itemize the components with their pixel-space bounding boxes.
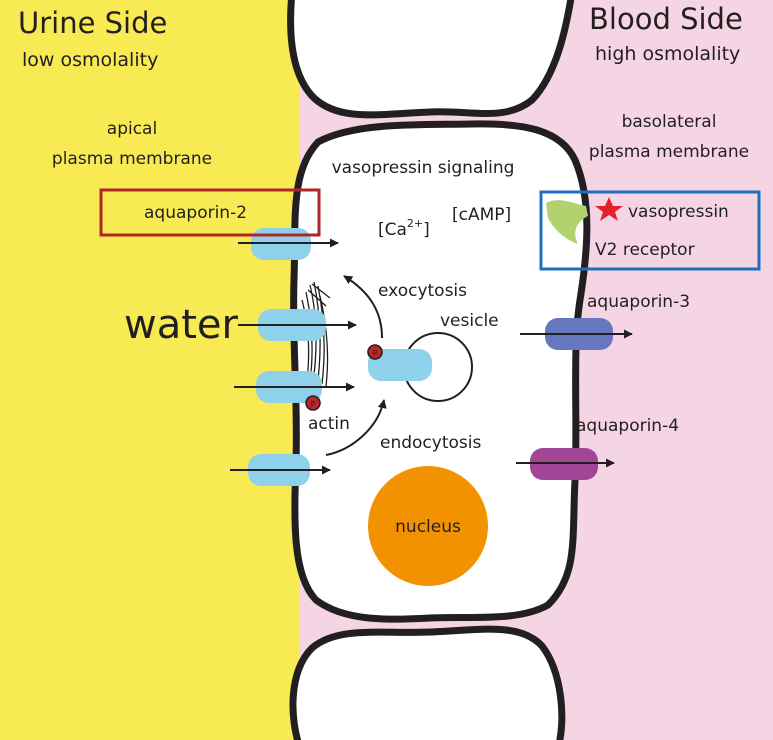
v2-receptor <box>546 200 588 244</box>
nucleus-label: nucleus <box>395 517 461 537</box>
blood-side-title: Blood Side <box>589 2 743 36</box>
apical-label-line2: plasma membrane <box>52 149 212 169</box>
vasopressin-star <box>595 197 623 221</box>
endocytosis-arrow <box>325 399 387 456</box>
vesicle-aquaporin2 <box>368 349 432 381</box>
nucleus <box>368 466 488 586</box>
upper-neighbor-cell <box>287 0 575 119</box>
aquaporin2-label: aquaporin-2 <box>144 203 247 223</box>
actin-label: actin <box>308 414 350 434</box>
camp-label: [cAMP] <box>452 205 511 225</box>
blood-side-subtitle: high osmolality <box>595 43 740 65</box>
urine-side-subtitle: low osmolality <box>22 49 158 71</box>
aquaporin2-highlight-box <box>99 188 321 237</box>
phosphate-label: P <box>311 400 316 409</box>
vasopressin-highlight-box <box>539 190 761 271</box>
basolateral-label-line1: basolateral <box>622 112 717 132</box>
exocytosis-label: exocytosis <box>378 281 467 301</box>
water-label: water <box>124 302 239 348</box>
water-arrows-overlay <box>230 242 348 471</box>
apical-label-line1: apical <box>107 119 157 139</box>
phosphate-membrane: P <box>305 395 321 411</box>
signaling-label: vasopressin signaling <box>332 158 515 178</box>
lower-neighbor-cell <box>289 625 566 740</box>
urine-side-background <box>0 0 300 740</box>
basolateral-label-line2: plasma membrane <box>589 142 749 162</box>
phosphate-vesicle: P <box>367 344 383 360</box>
exocytosis-arrow <box>343 275 383 339</box>
v2-receptor-label: V2 receptor <box>595 240 695 260</box>
urine-side-title: Urine Side <box>18 6 167 40</box>
calcium-superscript: 2+ <box>407 217 423 230</box>
vasopressin-label: vasopressin <box>628 202 729 222</box>
svg-text:P: P <box>373 349 378 358</box>
vesicle-label: vesicle <box>440 311 499 331</box>
aquaporin4-label: aquaporin-4 <box>576 416 679 436</box>
endocytosis-label: endocytosis <box>380 433 481 453</box>
aquaporin3-label: aquaporin-3 <box>587 292 690 312</box>
